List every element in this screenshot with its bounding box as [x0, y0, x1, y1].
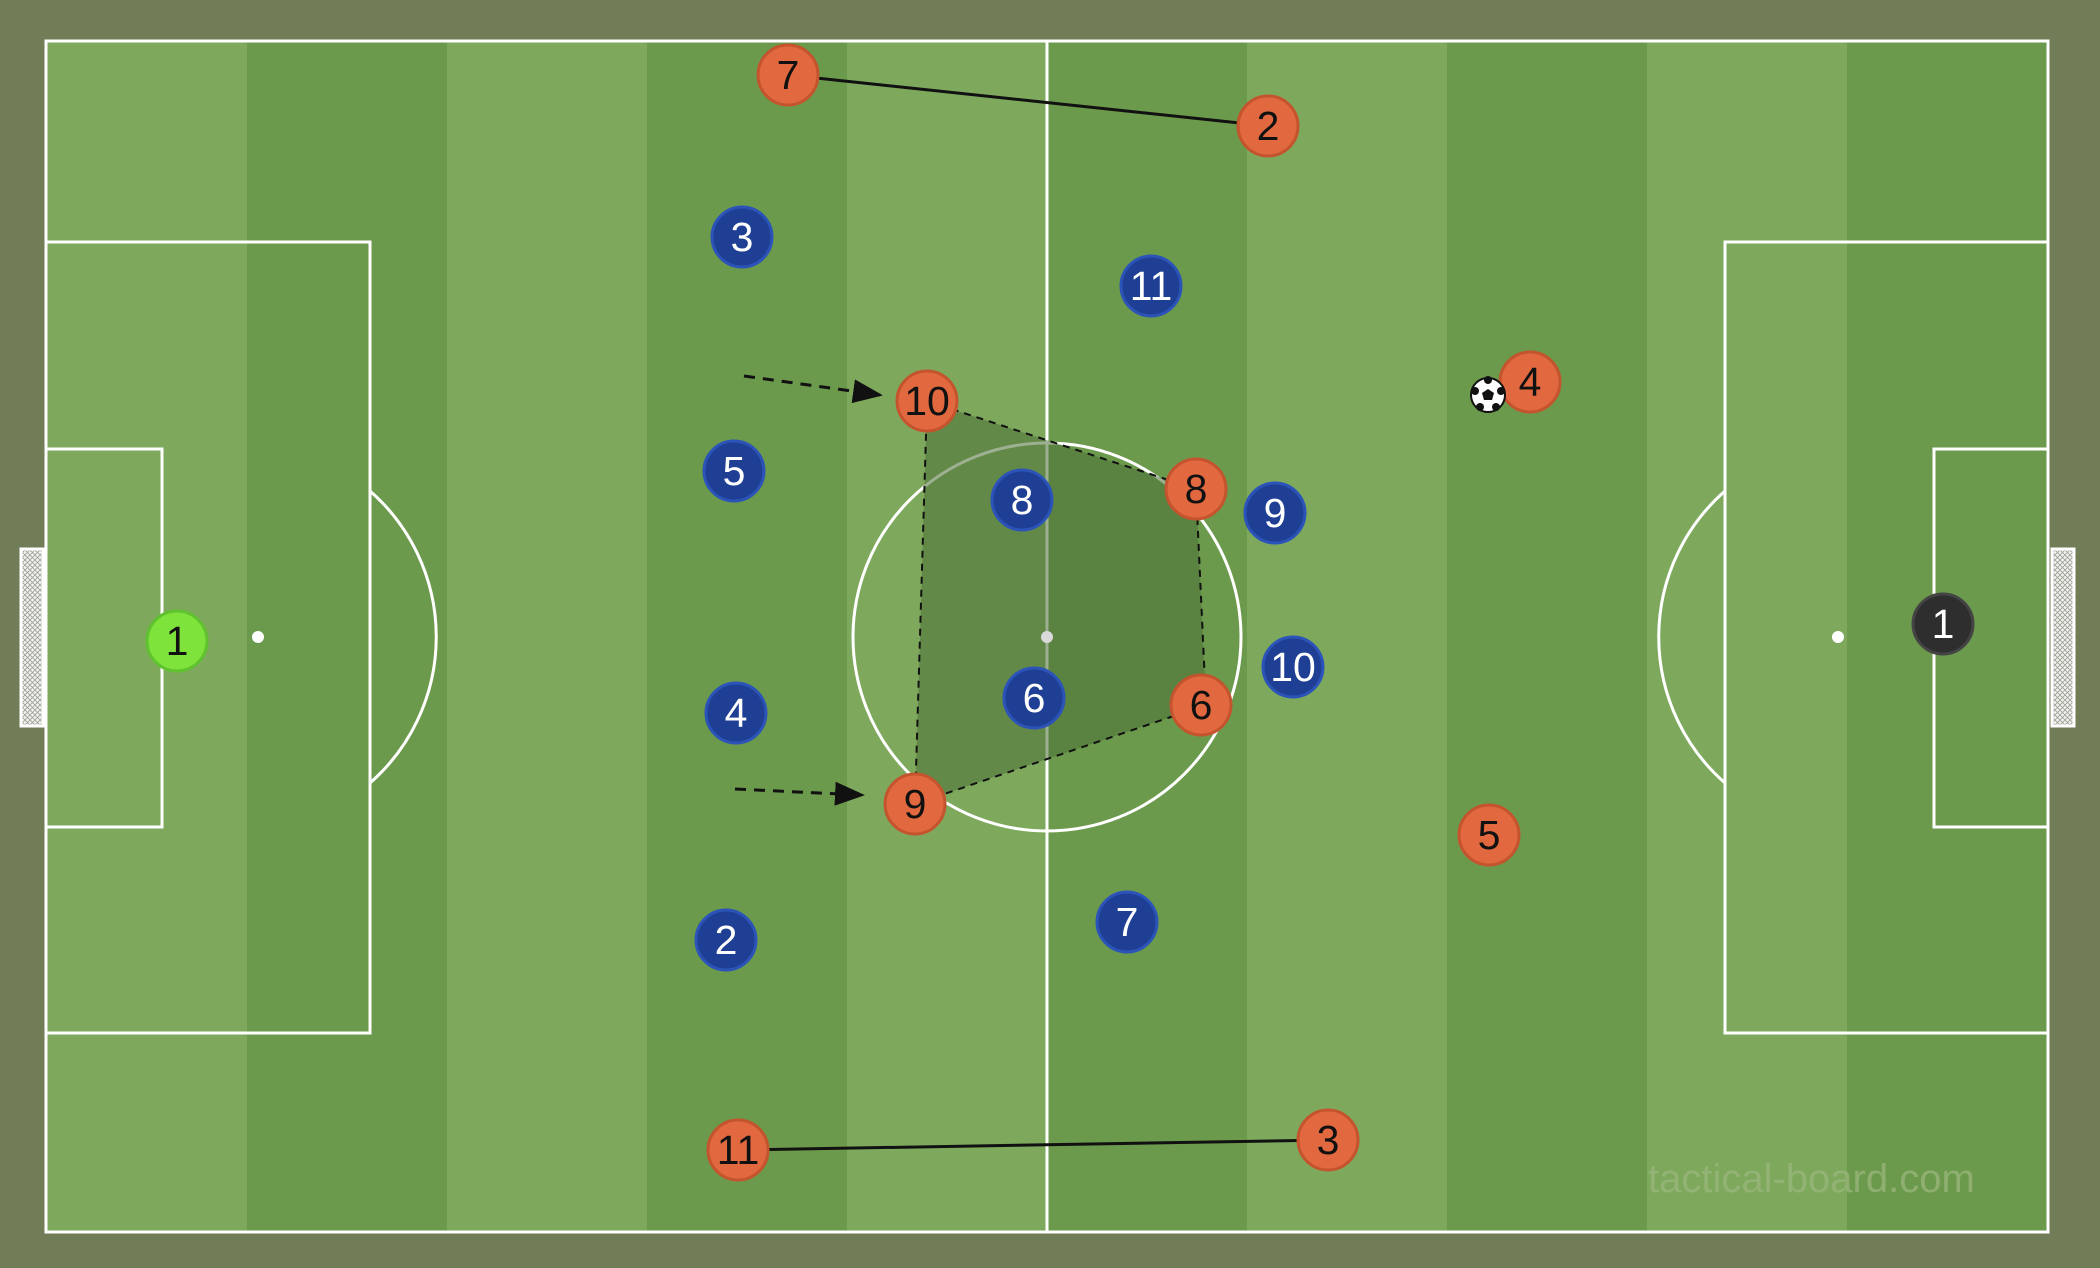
right-penalty-spot [1832, 631, 1844, 643]
link-line [737, 1138, 1329, 1152]
player-token [1457, 803, 1521, 867]
player-number: 2 [1257, 103, 1280, 149]
orange-player[interactable]: 5 [1457, 803, 1521, 867]
player-token [1261, 635, 1325, 699]
player-token [1243, 481, 1307, 545]
orange-player[interactable]: 8 [1164, 457, 1228, 521]
ball-patch [1484, 376, 1492, 384]
right-goal-icon [2050, 547, 2076, 728]
player-number: 7 [777, 52, 800, 98]
blue-player[interactable]: 8 [990, 468, 1054, 532]
player-number: 7 [1116, 899, 1139, 945]
player-token [883, 772, 947, 836]
blue-player[interactable]: 3 [710, 205, 774, 269]
orange-player[interactable]: 2 [1236, 94, 1300, 158]
player-number: 8 [1185, 466, 1208, 512]
player-token [694, 908, 758, 972]
player-token [895, 369, 959, 433]
player-number: 10 [1270, 644, 1316, 690]
player-number: 11 [717, 1127, 760, 1173]
run-arrow [734, 781, 865, 806]
player-number: 3 [1317, 1117, 1340, 1163]
player-token [756, 43, 820, 107]
orange-player[interactable]: 11 [706, 1118, 770, 1182]
player-number: 11 [1130, 263, 1173, 309]
blue-player[interactable]: 9 [1243, 481, 1307, 545]
player-number: 4 [1519, 359, 1542, 405]
ball-patch [1471, 387, 1479, 395]
blue-team: 1 3 11 5 8 9 6 10 [145, 205, 1325, 972]
pitch-stripe [1247, 41, 1447, 1232]
orange-team: 1 7 2 10 4 8 6 9 [706, 43, 1975, 1182]
blue-player[interactable]: 6 [1002, 666, 1066, 730]
link-line [787, 73, 1269, 128]
player-token [1095, 890, 1159, 954]
run-arrow [743, 374, 883, 404]
player-number: 1 [1932, 601, 1955, 647]
player-token [1119, 254, 1183, 318]
player-number: 8 [1011, 477, 1034, 523]
blue-player[interactable]: 5 [702, 439, 766, 503]
player-number: 4 [725, 690, 748, 736]
orange-player[interactable]: 7 [756, 43, 820, 107]
player-number: 1 [166, 618, 189, 664]
player-token [145, 609, 209, 673]
player-token [710, 205, 774, 269]
orange-player[interactable]: 4 [1498, 350, 1562, 414]
player-token [1911, 592, 1975, 656]
centre-spot [1041, 631, 1053, 643]
pitch-stripe [1447, 41, 1647, 1232]
player-number: 9 [904, 781, 927, 827]
left-goal-icon [19, 547, 45, 728]
blue-player[interactable]: 11 [1119, 254, 1183, 318]
ball-patch [1482, 389, 1494, 400]
player-token [706, 1118, 770, 1182]
orange-player[interactable]: 3 [1296, 1108, 1360, 1172]
blue-player[interactable]: 2 [694, 908, 758, 972]
player-number: 6 [1023, 675, 1046, 721]
blue-player[interactable]: 7 [1095, 890, 1159, 954]
player-token [704, 681, 768, 745]
ball-patch [1476, 403, 1484, 411]
player-number: 5 [1478, 812, 1501, 858]
watermark: tactical-board.com [1648, 1157, 1975, 1201]
player-token [1164, 457, 1228, 521]
player-number: 10 [904, 378, 950, 424]
player-number: 2 [715, 917, 738, 963]
player-token [1296, 1108, 1360, 1172]
player-token [1002, 666, 1066, 730]
pitch-stripe [1647, 41, 1847, 1232]
football-icon[interactable] [1470, 376, 1506, 413]
player-number: 9 [1264, 490, 1287, 536]
blue-player[interactable]: 10 [1261, 635, 1325, 699]
ball-patch [1497, 387, 1505, 395]
orange-player[interactable]: 6 [1169, 673, 1233, 737]
blue-player[interactable]: 4 [704, 681, 768, 745]
player-number: 5 [723, 448, 746, 494]
player-number: 3 [731, 214, 754, 260]
pitch-stripe [247, 41, 447, 1232]
left-penalty-spot [252, 631, 264, 643]
pitch-stripe [447, 41, 647, 1232]
orange-player[interactable]: 10 [895, 369, 959, 433]
player-token [1236, 94, 1300, 158]
blue-goalkeeper[interactable]: 1 [145, 609, 209, 673]
ball-patch [1492, 403, 1500, 411]
player-token [1169, 673, 1233, 737]
player-number: 6 [1190, 682, 1213, 728]
player-token [702, 439, 766, 503]
right-penalty-arc [1657, 489, 1726, 785]
orange-goalkeeper[interactable]: 1 [1911, 592, 1975, 656]
left-penalty-arc [369, 489, 438, 785]
orange-player[interactable]: 9 [883, 772, 947, 836]
player-token [990, 468, 1054, 532]
